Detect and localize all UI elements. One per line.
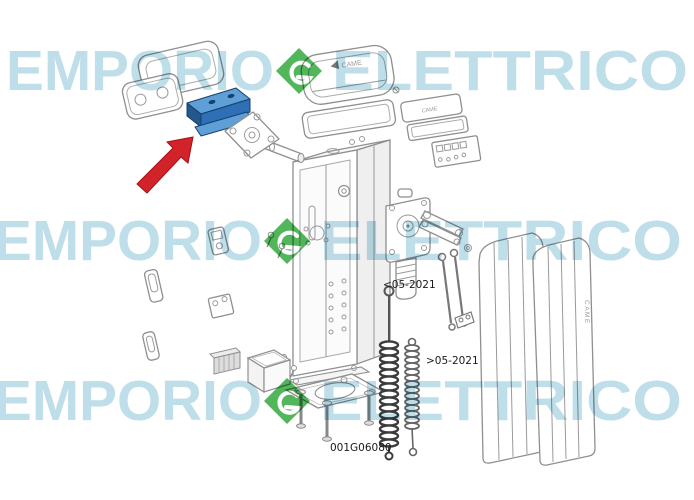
screw-top-right [392,86,400,94]
watermark-word-left: EMPORIO [0,209,262,273]
watermark-logo-icon [276,48,322,94]
part-rubber-stop [209,347,241,375]
part-small-bracket [207,293,235,319]
watermark-word-right: ELETTRICO [332,39,688,103]
cabinet-lock [337,184,351,198]
label-part-code: 001G06080 [330,442,392,454]
part-gearmotor [385,188,431,300]
came-logo-cover: CAME [341,60,362,70]
part-cabinet [287,136,391,386]
part-door-panel-front: CAME [532,237,596,466]
part-control-board [431,135,482,168]
watermark-row-1: EMPORIO ELETTRICO [6,39,688,103]
part-spring-left [378,285,400,461]
part-spring-right [404,337,420,457]
part-blue-bracket-highlight [186,87,254,137]
came-logo-panel-front: CAME [583,300,590,325]
part-small-buffer-2 [142,331,160,361]
watermark-row-2: EMPORIO ELETTRICO [0,209,682,273]
label-spring-new: >05-2021 [426,355,479,367]
part-small-hinge [207,226,229,256]
label-spring-old: <05-2021 [383,279,436,291]
part-lever-arms [418,210,472,252]
watermark-word-left: EMPORIO [6,39,274,103]
part-small-buffer-1 [143,268,164,303]
part-tie-rods [437,248,475,331]
watermark-logo-icon [264,218,310,264]
came-logo-lid: CAME [421,106,438,114]
watermark-row-3: EMPORIO ELETTRICO [0,369,682,433]
watermark-word-right: ELETTRICO [320,209,682,273]
watermark: EMPORIO ELETTRICO EMPORIO ELETTRICO EMPO… [0,39,688,433]
part-head-gasket [301,99,397,139]
red-arrow [136,136,194,194]
watermark-word-right: ELETTRICO [320,369,682,433]
part-cover-bracket [121,73,184,120]
part-side-lid: CAME [400,93,469,142]
came-mark-cover [330,60,340,70]
part-flange-shaft [224,111,305,163]
watermark-word-left: EMPORIO [0,369,262,433]
watermark-logo-icon [264,378,310,424]
